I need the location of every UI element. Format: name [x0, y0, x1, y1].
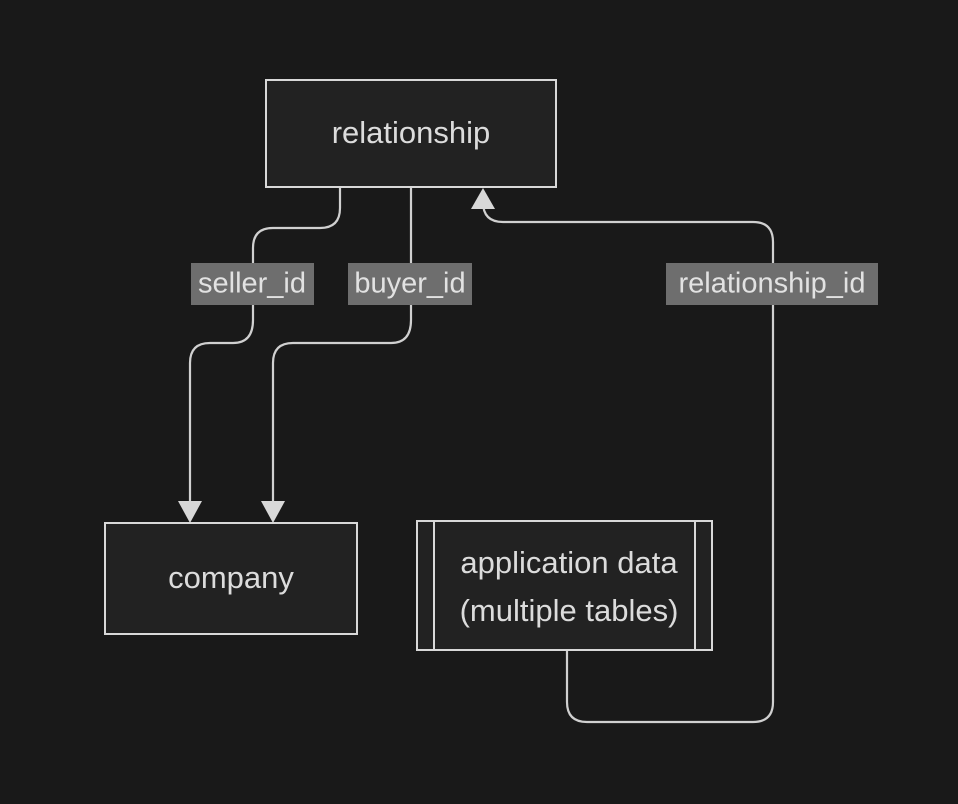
- edge-relationship-id-arrowhead: [471, 188, 495, 209]
- edge-relationship-id-path: [481, 200, 775, 724]
- edge-label-seller-id[interactable]: seller_id: [191, 263, 314, 305]
- node-application-data-label-line-2: (multiple tables): [460, 593, 679, 628]
- edge-buyer-id-path: [271, 185, 413, 511]
- node-relationship[interactable]: relationship: [265, 79, 557, 188]
- edge-buyer-id[interactable]: [261, 185, 413, 523]
- edge-label-seller-id-background: [191, 263, 314, 305]
- edge-label-seller-id-text: seller_id: [198, 268, 306, 300]
- edge-label-relationship-id[interactable]: relationship_id: [666, 263, 878, 305]
- edge-label-relationship-id-text: relationship_id: [678, 268, 865, 300]
- edge-seller-id-arrowhead: [178, 501, 202, 523]
- node-relationship-label: relationship: [332, 115, 491, 150]
- edge-label-buyer-id-background: [348, 263, 472, 305]
- node-application-data-label-line-1: application data: [460, 545, 678, 580]
- node-application-data[interactable]: application data (multiple tables): [416, 520, 713, 651]
- node-company-label: company: [168, 560, 294, 595]
- edge-label-buyer-id[interactable]: buyer_id: [348, 263, 472, 305]
- node-company[interactable]: company: [104, 522, 358, 635]
- edge-label-relationship-id-background: [666, 263, 878, 305]
- node-company-rect: [104, 522, 358, 635]
- edge-relationship-id[interactable]: [471, 188, 775, 724]
- node-application-data-rect: [416, 520, 713, 651]
- edge-label-buyer-id-text: buyer_id: [354, 268, 465, 300]
- edge-buyer-id-arrowhead: [261, 501, 285, 523]
- edge-seller-id-path: [188, 185, 342, 511]
- edge-seller-id[interactable]: [178, 185, 342, 523]
- node-relationship-rect: [265, 79, 557, 188]
